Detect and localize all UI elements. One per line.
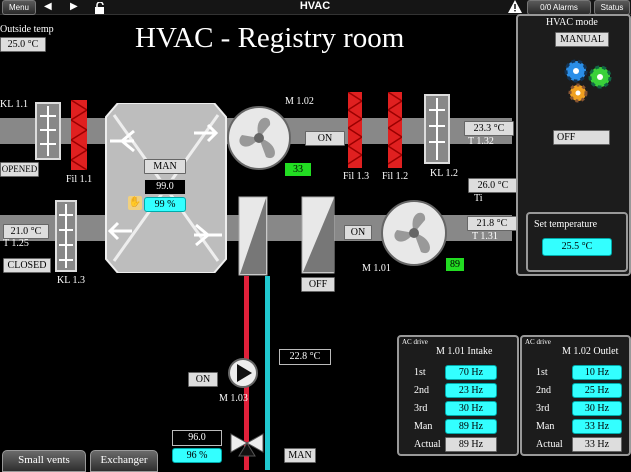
hand-manual-icon: ✋ xyxy=(128,196,142,210)
ac-intake-row-label: 2nd xyxy=(414,385,429,396)
top-bar: Menu ◀ ▶ HVAC 0/0 Alarms Status xyxy=(0,0,631,15)
ac-outlet-row-label: 1st xyxy=(536,367,548,378)
tab-exchanger[interactable]: Exchanger xyxy=(90,450,158,472)
m101-state[interactable]: ON xyxy=(344,225,372,240)
kl13-label: KL 1.3 xyxy=(57,275,85,286)
ac-outlet-row-label: 2nd xyxy=(536,385,551,396)
m103-state[interactable]: ON xyxy=(188,372,218,387)
exchanger-value: 99.0 xyxy=(144,179,186,195)
hvac-state[interactable]: OFF xyxy=(553,130,610,145)
page-title: HVAC - Registry room xyxy=(135,22,405,54)
ac-outlet-value[interactable]: 10 Hz xyxy=(572,365,622,380)
m102-label: M 1.02 xyxy=(285,96,314,107)
ac-intake-actual: 89 Hz xyxy=(445,437,497,452)
set-temperature-value[interactable]: 25.5 °C xyxy=(542,238,612,256)
alarm-warning-icon[interactable] xyxy=(508,0,522,18)
valve-value: 96.0 xyxy=(172,430,222,446)
fil13-label: Fil 1.3 xyxy=(343,171,370,182)
unlock-icon[interactable] xyxy=(94,1,106,19)
ac-intake-value[interactable]: 89 Hz xyxy=(445,419,497,434)
alarms-button[interactable]: 0/0 Alarms xyxy=(527,0,591,15)
ac-intake-row-label: 3rd xyxy=(414,403,428,414)
cold-pipe xyxy=(265,276,270,470)
mixing-valve-icon[interactable] xyxy=(229,428,265,458)
ti-value: 26.0 °C xyxy=(468,178,518,193)
ac-intake-value[interactable]: 30 Hz xyxy=(445,401,497,416)
fil11-filter-icon xyxy=(71,100,87,170)
ac-outlet-value[interactable]: 30 Hz xyxy=(572,401,622,416)
ti-label: Ti xyxy=(474,193,483,204)
cooling-coil[interactable] xyxy=(301,196,335,274)
gears-icon xyxy=(564,59,612,103)
ac-outlet-row-label: 3rd xyxy=(536,403,550,414)
back-arrow-icon[interactable]: ◀ xyxy=(44,1,52,12)
ac-outlet-actual: 33 Hz xyxy=(572,437,622,452)
m103-pump-icon[interactable] xyxy=(226,357,260,389)
ac-outlet-row-label: Man xyxy=(536,421,555,432)
t132-label: T 1.32 xyxy=(468,136,494,147)
m101-fan-icon[interactable] xyxy=(376,199,456,267)
kl12-label: KL 1.2 xyxy=(430,168,458,179)
kl13-state: CLOSED xyxy=(3,258,51,273)
m102-state[interactable]: ON xyxy=(305,131,345,146)
exchanger-mode[interactable]: MAN xyxy=(144,159,186,174)
fil12-label: Fil 1.2 xyxy=(382,171,409,182)
cooling-coil-state[interactable]: OFF xyxy=(301,277,335,292)
set-temperature-label: Set temperature xyxy=(534,219,598,230)
m101-value: 89 xyxy=(446,258,464,271)
t132-value: 23.3 °C xyxy=(464,121,514,136)
ac-intake-row-label: 1st xyxy=(414,367,426,378)
fil12-filter-icon xyxy=(388,92,402,168)
status-button[interactable]: Status xyxy=(594,0,630,15)
t131-value: 21.8 °C xyxy=(467,216,517,231)
m103-label: M 1.03 xyxy=(219,393,248,404)
t125-value: 21.0 °C xyxy=(3,224,49,239)
valve-mode[interactable]: MAN xyxy=(284,448,316,463)
heating-coil[interactable] xyxy=(238,196,268,276)
ac-outlet-value[interactable]: 25 Hz xyxy=(572,383,622,398)
ac-intake-row-label: Man xyxy=(414,421,433,432)
ac-outlet-row-label: Actual xyxy=(536,439,563,450)
kl11-state: OPENED xyxy=(0,162,39,177)
kl12-damper[interactable] xyxy=(424,94,450,164)
hvac-mode-value[interactable]: MANUAL xyxy=(555,32,609,47)
ac-intake-small-label: AC drive xyxy=(402,338,428,346)
ac-intake-row-label: Actual xyxy=(414,439,441,450)
ac-intake-value[interactable]: 23 Hz xyxy=(445,383,497,398)
exchanger-percent[interactable]: 99 % xyxy=(144,197,186,212)
tab-small-vents[interactable]: Small vents xyxy=(2,450,86,472)
m102-fan-icon[interactable] xyxy=(222,105,300,171)
m101-label: M 1.01 xyxy=(362,263,391,274)
kl11-damper[interactable] xyxy=(35,102,61,160)
t131-label: T 1.31 xyxy=(472,231,498,242)
fil13-filter-icon xyxy=(348,92,362,168)
ac-outlet-value[interactable]: 33 Hz xyxy=(572,419,622,434)
outside-temp-label: Outside temp xyxy=(0,24,54,35)
ac-intake-value[interactable]: 70 Hz xyxy=(445,365,497,380)
ac-outlet-title: M 1.02 Outlet xyxy=(562,346,619,357)
t125-label: T 1.25 xyxy=(3,238,29,249)
outside-temp-value: 25.0 °C xyxy=(0,37,46,52)
valve-percent[interactable]: 96 % xyxy=(172,448,222,463)
ac-outlet-small-label: AC drive xyxy=(525,338,551,346)
kl11-label: KL 1.1 xyxy=(0,99,28,110)
hvac-mode-title: HVAC mode xyxy=(546,17,598,28)
fil11-label: Fil 1.1 xyxy=(66,174,93,185)
ac-intake-title: M 1.01 Intake xyxy=(436,346,493,357)
m102-value: 33 xyxy=(285,163,311,176)
app-title: HVAC xyxy=(299,0,331,12)
water-temp-value: 22.8 °C xyxy=(279,349,331,365)
forward-arrow-icon[interactable]: ▶ xyxy=(70,1,78,12)
menu-button[interactable]: Menu xyxy=(2,0,36,15)
kl13-damper[interactable] xyxy=(55,200,77,272)
